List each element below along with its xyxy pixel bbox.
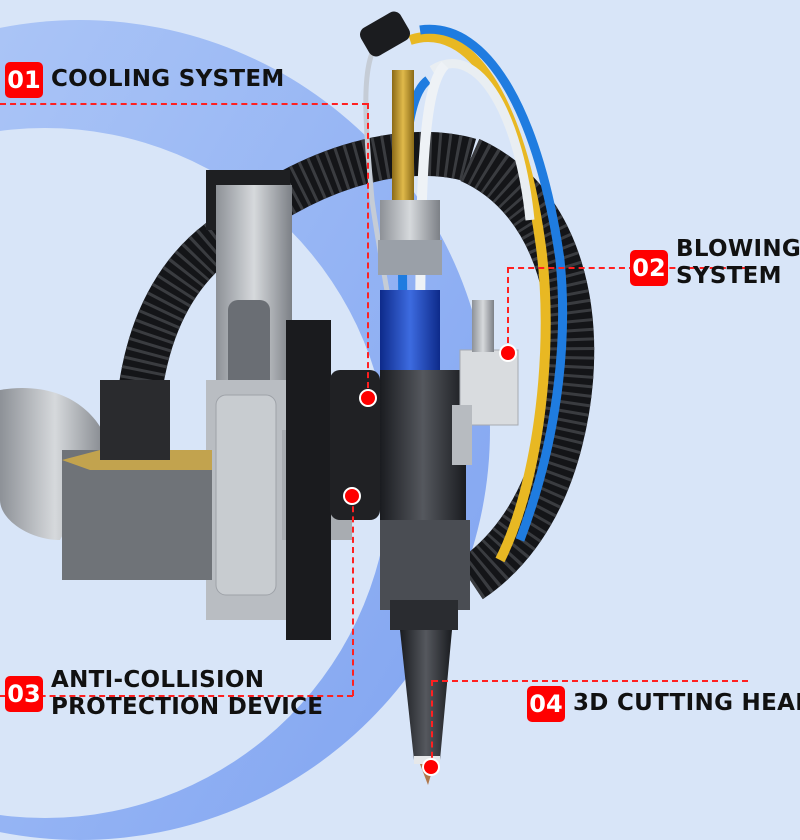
leader-line-01-vertical bbox=[367, 103, 369, 398]
callout-title: COOLING SYSTEM bbox=[51, 66, 285, 92]
leader-line-03-vertical bbox=[352, 496, 354, 696]
leader-line-01-horizontal bbox=[0, 103, 368, 105]
callout-title: BLOWING SYSTEM bbox=[676, 236, 800, 289]
callout-number-badge: 01 bbox=[5, 62, 43, 98]
callout-number-badge: 03 bbox=[5, 676, 43, 712]
marker-dot-04 bbox=[422, 758, 440, 776]
callout-number-badge: 02 bbox=[630, 250, 668, 286]
leader-line-02-horizontal bbox=[508, 267, 746, 269]
leader-line-02-vertical bbox=[507, 267, 509, 353]
marker-dot-01 bbox=[359, 389, 377, 407]
leader-line-03-horizontal bbox=[0, 695, 353, 697]
callout-number-badge: 04 bbox=[527, 686, 565, 722]
callout-blowing-system: 02 BLOWING SYSTEM bbox=[630, 236, 800, 290]
marker-dot-03 bbox=[343, 487, 361, 505]
leader-line-04-vertical bbox=[431, 680, 433, 768]
infographic: 01 COOLING SYSTEM 02 BLOWING SYSTEM 03 A… bbox=[0, 11, 800, 840]
cutting-head-machine-image bbox=[0, 11, 595, 785]
marker-dot-02 bbox=[499, 344, 517, 362]
callout-cooling-system: 01 COOLING SYSTEM bbox=[5, 62, 285, 98]
leader-line-04-horizontal bbox=[432, 680, 748, 682]
callout-title: 3D CUTTING HEAD bbox=[573, 690, 800, 716]
callout-3d-cutting-head: 04 3D CUTTING HEAD bbox=[527, 686, 800, 722]
callout-anti-collision-protection-device: 03 ANTI-COLLISION PROTECTION DEVICE bbox=[5, 667, 323, 721]
callout-title: ANTI-COLLISION PROTECTION DEVICE bbox=[51, 667, 324, 720]
